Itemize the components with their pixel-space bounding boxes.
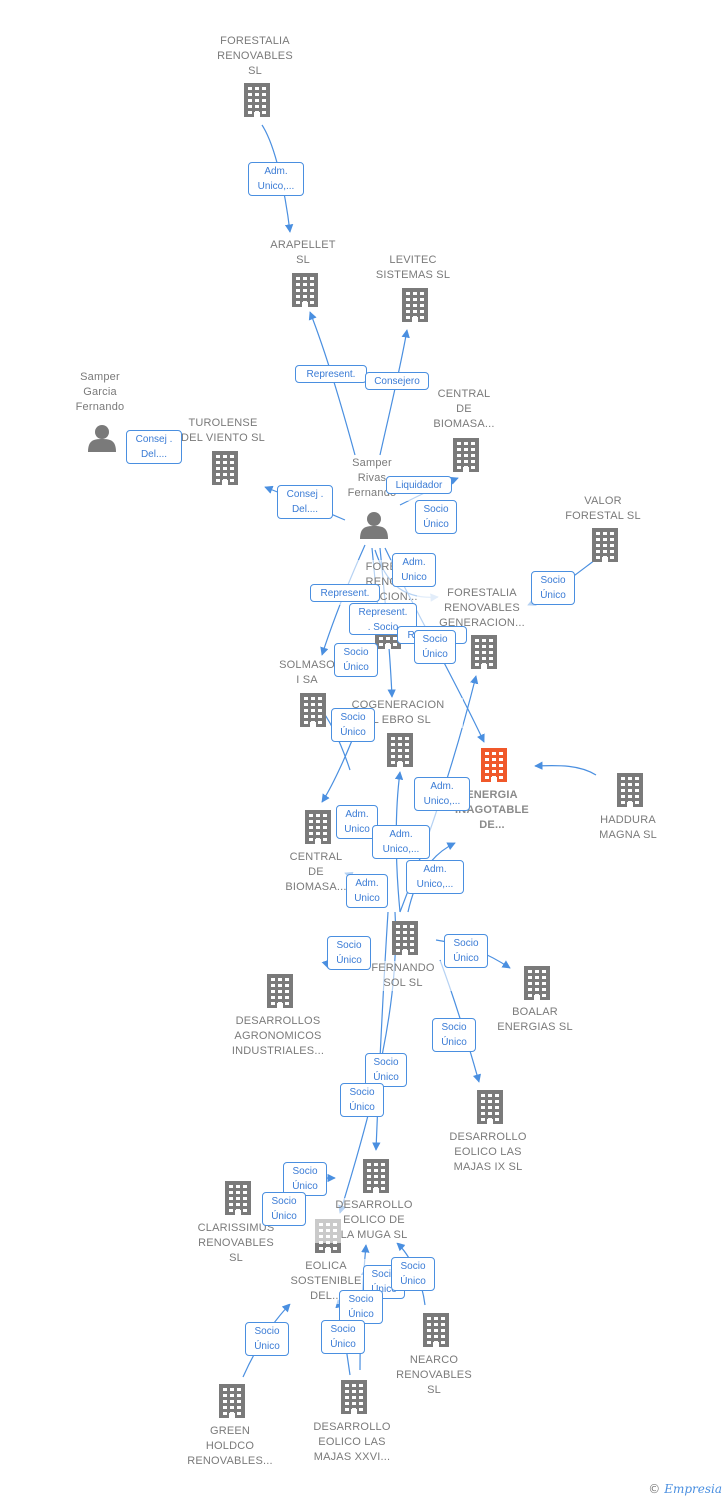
node-name-text: NEARCO RENOVABLES SL [369,1353,499,1398]
edge-role-tag[interactable]: Adm. Unico,... [414,777,470,811]
node-name-text: VALOR FORESTAL SL [538,494,668,524]
edge-role-tag[interactable]: Socio Único [414,630,456,664]
edge-role-tag[interactable]: Socio Único [327,936,371,970]
edge-role-tag[interactable]: Socio Único [432,1018,476,1052]
company-building-icon[interactable] [471,635,497,669]
company-building-icon[interactable] [341,1380,367,1414]
edge-connector [308,311,356,456]
node-name-text: DESARROLLO EOLICO DE LA MUGA SL [309,1198,439,1243]
person-icon[interactable] [88,425,116,452]
node-label-n-green-holdco[interactable]: GREEN HOLDCO RENOVABLES... [165,1424,295,1469]
company-building-icon-focus[interactable] [481,748,507,782]
edge-role-tag[interactable]: Socio Único [415,500,457,534]
node-name-text: CENTRAL DE BIOMASA... [399,387,529,432]
node-label-n-valor[interactable]: VALOR FORESTAL SL [538,494,668,524]
node-name-text: BOALAR ENERGIAS SL [470,1005,600,1035]
node-name-text: FORESTALIA RENOVABLES GENERACION... [417,586,547,631]
node-name-text: DESARROLLOS AGRONOMICOS INDUSTRIALES... [213,1014,343,1059]
copyright-icon: © [648,1482,661,1496]
edge-connector [320,544,366,656]
node-label-n-forestalia-top[interactable]: FORESTALIA RENOVABLES SL [190,34,320,79]
company-building-icon[interactable] [292,273,318,307]
company-building-icon[interactable] [592,528,618,562]
edge-role-tag[interactable]: Consejero [365,372,429,390]
company-building-icon[interactable] [477,1090,503,1124]
node-name-text: DESARROLLO EOLICO LAS MAJAS IX SL [423,1130,553,1175]
company-building-icon[interactable] [267,974,293,1008]
node-label-n-arapellet[interactable]: ARAPELLET SL [238,238,368,268]
company-building-icon[interactable] [392,921,418,955]
company-building-icon[interactable] [219,1384,245,1418]
edge-role-tag[interactable]: Represent. [295,365,367,383]
node-name-text: GREEN HOLDCO RENOVABLES... [165,1424,295,1469]
company-building-icon[interactable] [387,733,413,767]
node-label-n-clarissimus[interactable]: CLARISSIMUS RENOVABLES SL [171,1221,301,1266]
footer-brand: ©Empresia [648,1482,722,1496]
brand-logo: Empresia [664,1482,722,1496]
person-icon[interactable] [360,512,388,539]
edge-role-tag[interactable]: Adm. Unico [336,805,378,839]
company-building-icon[interactable] [402,288,428,322]
node-label-n-majas-ix[interactable]: DESARROLLO EOLICO LAS MAJAS IX SL [423,1130,553,1175]
company-building-icon[interactable] [423,1313,449,1347]
node-name-text: HADDURA MAGNA SL [563,813,693,843]
company-building-icon[interactable] [212,451,238,485]
edge-role-tag[interactable]: Socio Único [283,1162,327,1196]
node-name-text: ARAPELLET SL [238,238,368,268]
company-building-icon[interactable] [300,693,326,727]
node-label-n-nearco[interactable]: NEARCO RENOVABLES SL [369,1353,499,1398]
edge-role-tag[interactable]: Adm. Unico [392,553,436,587]
edge-role-tag[interactable]: Socio Único [334,643,378,677]
edge-role-tag[interactable]: Socio Único [340,1083,384,1117]
company-building-icon[interactable] [617,773,643,807]
company-building-icon[interactable] [225,1181,251,1215]
edge-role-tag[interactable]: Represent. . Socio [349,603,417,635]
node-label-n-haddura[interactable]: HADDURA MAGNA SL [563,813,693,843]
edge-role-tag[interactable]: Adm. Unico [346,874,388,908]
edge-role-tag[interactable]: Adm. Unico,... [372,825,430,859]
edge-role-tag[interactable]: Socio Único [444,934,488,968]
company-building-icon[interactable] [524,966,550,1000]
edge-role-tag[interactable]: Socio Único [331,708,375,742]
edge-role-tag[interactable]: Consej . Del.... [126,430,182,464]
edge-role-tag[interactable]: Socio Único [262,1192,306,1226]
edge-role-tag[interactable]: Socio Único [531,571,575,605]
node-label-n-boalar[interactable]: BOALAR ENERGIAS SL [470,1005,600,1035]
edge-connector [379,329,410,456]
edge-role-tag[interactable]: Liquidador [386,476,452,494]
node-label-n-levitec[interactable]: LEVITEC SISTEMAS SL [348,253,478,283]
edge-role-tag[interactable]: Socio Único [245,1322,289,1356]
node-label-n-muga[interactable]: DESARROLLO EOLICO DE LA MUGA SL [309,1198,439,1243]
company-building-icon[interactable] [244,83,270,117]
company-building-icon[interactable] [305,810,331,844]
edge-connector [534,761,597,776]
edge-role-tag[interactable]: Adm. Unico,... [248,162,304,196]
node-name-text: Samper Garcia Fernando [35,370,165,415]
node-label-n-central-top[interactable]: CENTRAL DE BIOMASA... [399,387,529,432]
edge-role-tag[interactable]: Adm. Unico,... [406,860,464,894]
company-building-icon[interactable] [453,438,479,472]
node-name-text: DESARROLLO EOLICO LAS MAJAS XXVI... [287,1420,417,1465]
edge-role-tag[interactable]: Consej . Del.... [277,485,333,519]
edge-role-tag[interactable]: Represent. [310,584,380,602]
edge-role-tag[interactable]: Socio Único [339,1290,383,1324]
node-label-n-forest-ren-gen-b[interactable]: FORESTALIA RENOVABLES GENERACION... [417,586,547,631]
edge-role-tag[interactable]: Socio Único [391,1257,435,1291]
company-building-icon[interactable] [363,1159,389,1193]
edge-role-tag[interactable]: Socio Único [365,1053,407,1087]
node-label-n-samper-garcia[interactable]: Samper Garcia Fernando [35,370,165,415]
node-name-text: LEVITEC SISTEMAS SL [348,253,478,283]
node-name-text: CLARISSIMUS RENOVABLES SL [171,1221,301,1266]
edge-role-tag[interactable]: Socio Único [321,1320,365,1354]
node-label-n-desarrollos-agro[interactable]: DESARROLLOS AGRONOMICOS INDUSTRIALES... [213,1014,343,1059]
node-label-n-majas-xxvi[interactable]: DESARROLLO EOLICO LAS MAJAS XXVI... [287,1420,417,1465]
node-name-text: FORESTALIA RENOVABLES SL [190,34,320,79]
